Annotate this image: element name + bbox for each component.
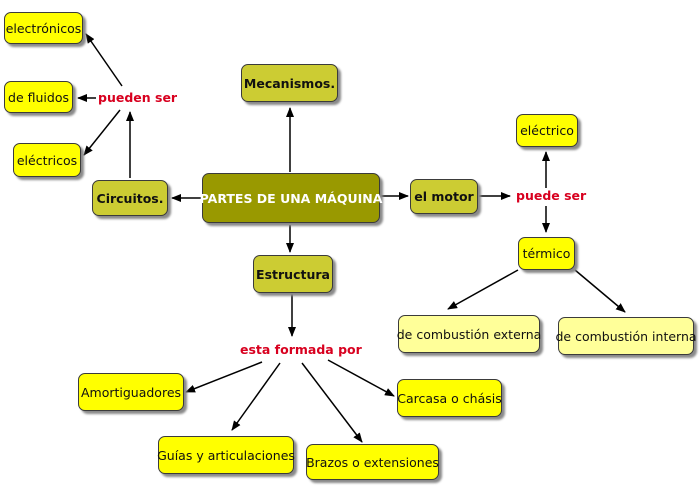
concept-termico[interactable]: térmico (518, 237, 575, 270)
concept-mecanismos[interactable]: Mecanismos. (241, 64, 338, 102)
concept-combustion-externa[interactable]: de combustión externa (397, 315, 541, 353)
concept-motor[interactable]: el motor (410, 179, 478, 214)
link-esta-formada-por: esta formada por (238, 342, 364, 357)
concept-electronicos[interactable]: electrónicos (4, 12, 83, 44)
arrow-to-combustion-externa (447, 269, 519, 310)
concept-estructura[interactable]: Estructura (253, 255, 333, 293)
concept-amortiguadores[interactable]: Amortiguadores (78, 373, 184, 411)
concept-brazos[interactable]: Brazos o extensiones (306, 444, 439, 480)
concept-guias[interactable]: Guías y articulaciones (157, 436, 295, 474)
concept-electricos[interactable]: eléctricos (13, 143, 81, 177)
arrow-to-electronicos (85, 33, 123, 87)
main-concept[interactable]: PARTES DE UNA MÁQUINA (200, 173, 382, 223)
arrow-to-combustion-interna (574, 269, 626, 313)
concept-carcasa[interactable]: Carcasa o chásis (397, 379, 502, 417)
concept-electrico[interactable]: eléctrico (516, 114, 578, 147)
arrow-to-brazos (301, 362, 363, 443)
arrow-to-amortiguadores (185, 361, 263, 393)
concept-fluidos[interactable]: de fluidos (4, 81, 73, 113)
link-pueden-ser: pueden ser (96, 90, 180, 105)
arrow-to-electricos (83, 109, 121, 156)
arrow-to-guias (231, 362, 281, 431)
arrow-to-carcasa (327, 359, 395, 397)
concept-circuitos[interactable]: Circuitos. (92, 180, 168, 216)
link-puede-ser: puede ser (514, 188, 589, 203)
concept-combustion-interna[interactable]: de combustión interna (555, 317, 697, 355)
